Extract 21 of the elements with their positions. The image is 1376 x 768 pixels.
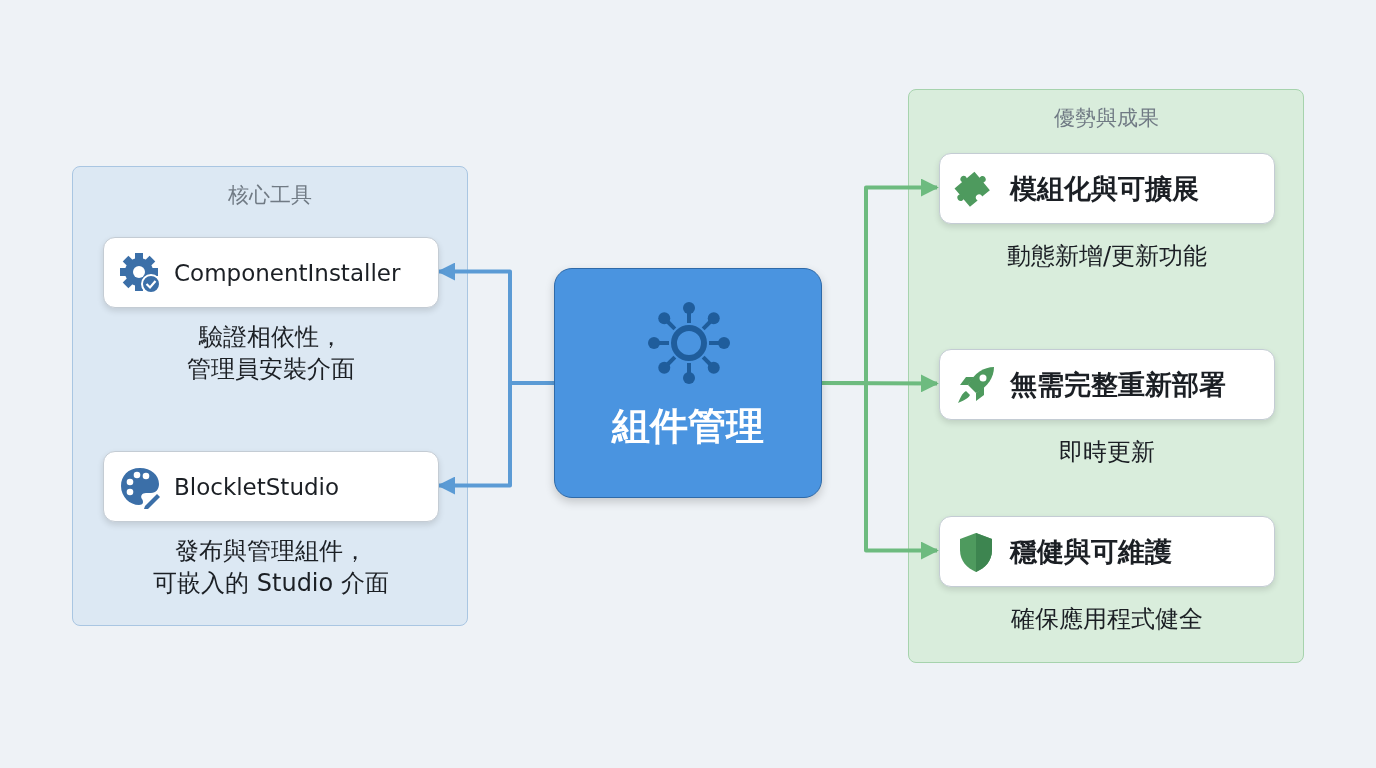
item-card bbox=[939, 516, 1275, 587]
item-card bbox=[103, 237, 439, 308]
hub-title: 組件管理 bbox=[610, 403, 765, 450]
description-text: 發布與管理組件，可嵌入的 Studio 介面 bbox=[152, 536, 390, 600]
description-text: 驗證相依性，管理員安裝介面 bbox=[186, 322, 356, 386]
card-title: 無需完整重新部署 bbox=[1010, 367, 1226, 402]
description-text: 確保應用程式健全 bbox=[1010, 604, 1204, 635]
card-title: BlockletStudio bbox=[174, 473, 340, 500]
group-panel bbox=[908, 89, 1304, 663]
description-text: 即時更新 bbox=[1058, 437, 1156, 468]
item-card bbox=[939, 153, 1275, 224]
card-title: 模組化與可擴展 bbox=[1010, 171, 1199, 206]
card-title: 穩健與可維護 bbox=[1010, 534, 1172, 569]
item-card bbox=[103, 451, 439, 522]
panel-title: 優勢與成果 bbox=[1052, 105, 1160, 132]
group-panel bbox=[72, 166, 468, 626]
panel-title: 核心工具 bbox=[227, 182, 313, 209]
hub-box bbox=[554, 268, 822, 498]
description-text: 動態新增/更新功能 bbox=[1005, 241, 1209, 272]
item-card bbox=[939, 349, 1275, 420]
card-title: ComponentInstaller bbox=[174, 259, 401, 286]
